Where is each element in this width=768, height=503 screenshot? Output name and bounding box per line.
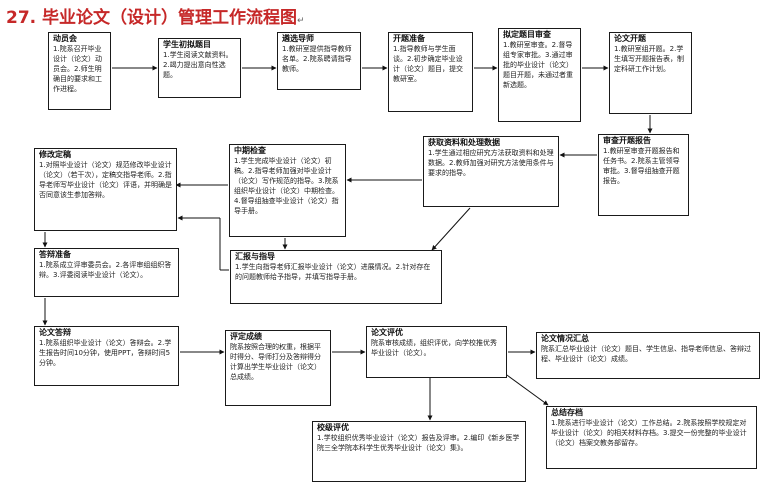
step-revision-finalize: 修改定稿 1.对照毕业设计（论文）规范修改毕业设计（论文）（若干次），定稿交指导… [34,148,177,231]
step-title: 学生初拟题目 [163,40,211,49]
step-body: 1.学生完成毕业设计（论文）初稿。2.指导老师加强对毕业设计（论文）写作规范的指… [234,157,339,215]
step-body: 1.学生阅读文献资料。2.竭力提出意向性选题。 [163,51,233,79]
step-title: 答辩准备 [39,250,71,259]
step-body: 1.教研室审查开题报告和任务书。2.院系主管领导审批。3.督导组抽查开题报告。 [603,147,680,185]
step-body: 1.学校组织优秀毕业设计（论文）报告及评审。2.编印《新乡医学院三全学院本科学生… [317,434,520,452]
step-title: 修改定稿 [39,150,71,159]
step-thesis-summary: 论文情况汇总 院系汇总毕业设计（论文）题目、学生信息、指导老师信息、答辩过程、毕… [536,332,760,379]
step-thesis-proposal: 论文开题 1.教研室组开题。2.学生填写开题报告表，制定科研工作计划。 [609,32,692,114]
arrow-b15-b17 [499,369,549,406]
step-initial-topic: 学生初拟题目 1.学生阅读文献资料。2.竭力提出意向性选题。 [158,38,241,98]
step-title: 遴选导师 [282,34,314,43]
paragraph-mark: ↵ [297,16,305,26]
step-body: 1.学生通过相应研究方法获取资料和处理数据。2.教师加强对研究方法使用条件与要求… [428,149,554,177]
step-title: 论文开题 [614,34,646,43]
step-summary-archive: 总结存档 1.院系进行毕业设计（论文）工作总结。2.院系按照学校规定对毕业设计（… [546,406,757,469]
step-title: 校级评优 [317,423,349,432]
step-title: 汇报与指导 [235,252,275,261]
step-select-advisor: 遴选导师 1.教研室提供指导教师名单。2.院系聘请指导教师。 [277,32,361,90]
step-topic-review: 拟定题目审查 1.教研室审查。2.督导组专家审批。3.通过审批的毕业设计（论文）… [498,28,581,122]
step-body: 1.学生向指导老师汇报毕业设计（论文）进展情况。2.针对存在的问题教师给予指导，… [235,263,431,281]
arrow-b8-b11 [431,207,471,251]
step-title: 动员会 [53,34,77,43]
step-body: 1.教研室组开题。2.学生填写开题报告表，制定科研工作计划。 [614,45,684,73]
step-mobilization-meeting: 动员会 1.院系召开毕业设计（论文）动员会。2.师生明确目的要求和工作进程。 [48,32,111,110]
page-title: 27. 毕业论文（设计）管理工作流程图↵ [6,8,305,28]
step-body: 1.院系组织毕业设计（论文）答辩会。2.学生报告时间10分钟，使用PPT，答辩时… [39,339,172,367]
step-title: 论文答辩 [39,328,71,337]
step-body: 1.教研室提供指导教师名单。2.院系聘请指导教师。 [282,45,352,73]
step-data-collection: 获取资料和处理数据 1.学生通过相应研究方法获取资料和处理数据。2.教师加强对研… [423,136,559,207]
step-title: 审查开题报告 [603,136,651,145]
step-body: 1.院系成立评审委员会。2.各评审组组织答辩。3.评委阅读毕业设计（论文）。 [39,261,172,279]
step-midterm-check: 中期检查 1.学生完成毕业设计（论文）初稿。2.指导老师加强对毕业设计（论文）写… [229,144,346,237]
step-title: 中期检查 [234,146,266,155]
step-proposal-review: 审查开题报告 1.教研室审查开题报告和任务书。2.院系主管领导审批。3.督导组抽… [598,134,689,216]
step-grading: 评定成绩 院系按照合理的权重，根据平时得分、导师打分及答辩得分计算出学生毕业设计… [225,330,331,406]
step-body: 1.教研室审查。2.督导组专家审批。3.通过审批的毕业设计（论文）题目开题，未通… [503,41,573,89]
step-body: 1.院系召开毕业设计（论文）动员会。2.师生明确目的要求和工作进程。 [53,45,102,93]
step-title: 论文评优 [371,328,403,337]
step-title: 拟定题目审查 [503,30,551,39]
step-report-guidance: 汇报与指导 1.学生向指导老师汇报毕业设计（论文）进展情况。2.针对存在的问题教… [230,250,442,304]
step-thesis-award: 论文评优 院系审核成绩，组织评优，向学校推优秀毕业设计（论文）。 [366,326,507,378]
step-title: 论文情况汇总 [541,334,589,343]
step-body: 1.院系进行毕业设计（论文）工作总结。2.院系按照学校规定对毕业设计（论文）的相… [551,419,747,447]
step-school-award: 校级评优 1.学校组织优秀毕业设计（论文）报告及评审。2.编印《新乡医学院三全学… [312,421,526,482]
step-body: 1.指导教师与学生面谈。2.初步确定毕业设计（论文）题目，提交教研室。 [393,45,463,83]
arrow-b11-b10-loop [177,215,229,271]
step-proposal-preparation: 开题准备 1.指导教师与学生面谈。2.初步确定毕业设计（论文）题目，提交教研室。 [388,32,473,112]
step-body: 院系按照合理的权重，根据平时得分、导师打分及答辩得分计算出学生毕业设计（论文）总… [230,343,321,381]
step-body: 1.对照毕业设计（论文）规范修改毕业设计（论文）（若干次），定稿交指导老师。2.… [39,161,172,199]
step-title: 总结存档 [551,408,583,417]
step-defense-preparation: 答辩准备 1.院系成立评审委员会。2.各评审组组织答辩。3.评委阅读毕业设计（论… [34,248,179,297]
step-thesis-defense: 论文答辩 1.院系组织毕业设计（论文）答辩会。2.学生报告时间10分钟，使用PP… [34,326,179,386]
step-title: 评定成绩 [230,332,262,341]
step-body: 院系审核成绩，组织评优，向学校推优秀毕业设计（论文）。 [371,339,497,357]
step-title: 获取资料和处理数据 [428,138,500,147]
step-body: 院系汇总毕业设计（论文）题目、学生信息、指导老师信息、答辩过程、毕业设计（论文）… [541,345,751,363]
step-title: 开题准备 [393,34,425,43]
